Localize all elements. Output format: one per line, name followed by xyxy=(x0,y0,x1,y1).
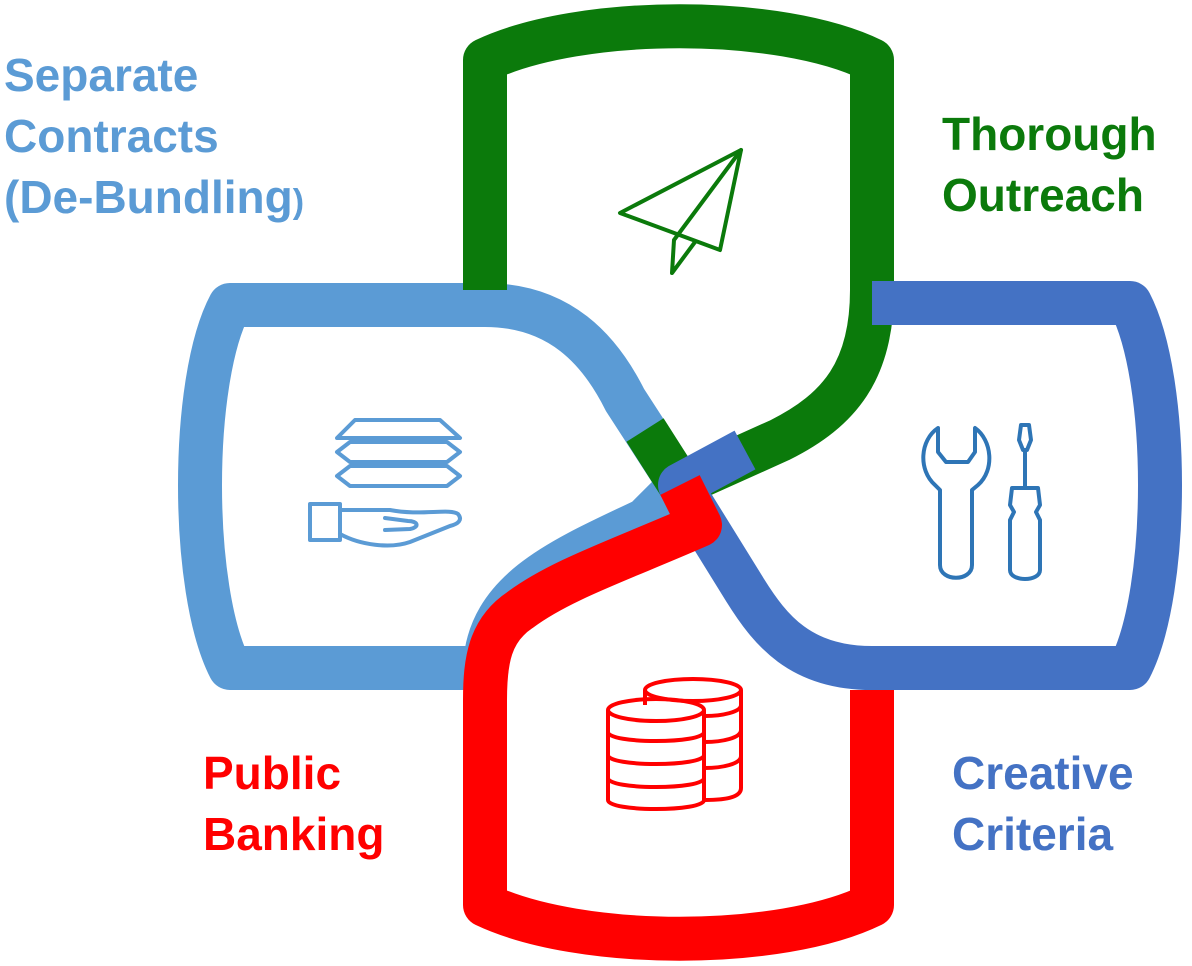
wrench-and-screwdriver-icon xyxy=(921,423,1042,581)
label-line: Criteria xyxy=(952,808,1114,860)
label-line: Contracts xyxy=(4,110,219,162)
hand-holding-stacked-documents-icon xyxy=(308,418,462,548)
label-line: Thorough xyxy=(942,108,1157,160)
label-line: Creative xyxy=(952,747,1134,799)
label-line-text: (De-Bundling xyxy=(4,171,293,223)
label-line: Separate xyxy=(4,49,199,101)
label-separate-contracts: Separate Contracts (De-Bundling) xyxy=(4,45,304,233)
petal-public-banking xyxy=(463,475,894,961)
label-line: Public xyxy=(203,747,342,799)
label-line: Outreach xyxy=(942,169,1144,221)
label-line: Banking xyxy=(203,808,385,860)
label-line-last: (De-Bundling) xyxy=(4,167,304,233)
coin-stacks-icon xyxy=(606,677,743,811)
petal-creative-criteria xyxy=(658,281,1182,690)
label-thorough-outreach: Thorough Outreach xyxy=(942,104,1157,226)
petal-thorough-outreach xyxy=(463,4,894,507)
label-creative-criteria: Creative Criteria xyxy=(952,743,1134,865)
label-public-banking: Public Banking xyxy=(203,743,384,865)
paper-plane-icon xyxy=(618,148,743,275)
label-suffix: ) xyxy=(292,183,305,221)
